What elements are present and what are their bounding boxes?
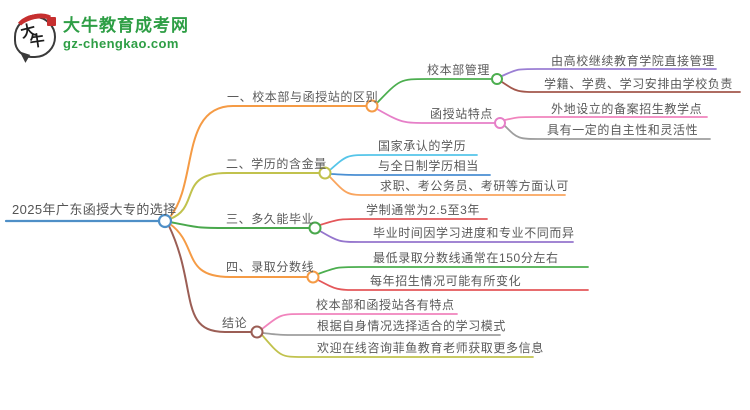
- leaf-choose-mode: 根据自身情况选择适合的学习模式: [317, 319, 507, 333]
- branch-2-link: [169, 172, 320, 220]
- branch-1-link: [169, 105, 367, 218]
- branch-1-child-1-circle: [491, 73, 503, 85]
- branch-3-topic: 三、多久能毕业: [226, 212, 315, 226]
- branch-4-circle: [306, 270, 320, 284]
- logo-char-2: 牛: [28, 33, 46, 51]
- leaf-job-exam: 求职、考公务员、考研等方面认可: [380, 179, 570, 193]
- leaf-duration: 学制通常为2.5至3年: [366, 203, 480, 217]
- leaf-offsite-teaching-link: [504, 116, 708, 121]
- logo-bull-icon: 大 牛: [12, 9, 60, 64]
- leaf-duration-link: [319, 218, 488, 226]
- branch-5-topic: 结论: [222, 316, 248, 330]
- leaf-autonomy: 具有一定的自主性和灵活性: [547, 123, 699, 137]
- root-topic: 2025年广东函授大专的选择: [12, 202, 177, 217]
- leaf-school-responsible: 学籍、学费、学习安排由学校负责: [544, 77, 734, 91]
- leaf-fulltime-equal: 与全日制学历相当: [378, 159, 479, 173]
- leaf-school-responsible-link: [501, 81, 741, 93]
- leaf-each-has-features: 校本部和函授站各有特点: [316, 298, 455, 312]
- branch-2-circle: [318, 166, 332, 180]
- branch-1-child-1-link: [376, 78, 492, 104]
- branch-4-topic: 四、录取分数线: [226, 260, 315, 274]
- branch-1-circle: [365, 99, 379, 113]
- logo-red-seal-icon: [47, 17, 56, 26]
- leaf-each-has-features-link: [261, 313, 458, 330]
- root-node-circle: [157, 213, 173, 229]
- leaf-hq-managed-link: [501, 68, 717, 77]
- leaf-min-score: 最低录取分数线通常在150分左右: [373, 251, 559, 265]
- leaf-fulltime-equal-link: [330, 173, 491, 176]
- leaf-enrollment-change-link: [317, 279, 589, 291]
- site-logo[interactable]: 大 牛 大牛教育成考网 gz-chengkao.com: [12, 9, 189, 64]
- leaf-state-recognized-link: [329, 154, 478, 171]
- leaf-min-score-link: [317, 266, 589, 275]
- leaf-offsite-teaching: 外地设立的备案招生教学点: [551, 102, 703, 116]
- branch-2-topic: 二、学历的含金量: [226, 157, 327, 171]
- branch-5-link: [168, 225, 252, 333]
- leaf-choose-mode-link: [262, 332, 501, 336]
- leaf-consult-teacher-link: [261, 334, 534, 358]
- branch-3-circle: [308, 221, 322, 235]
- branch-1-child-2-link: [376, 108, 495, 124]
- branch-1-child-1-topic: 校本部管理: [427, 63, 491, 77]
- leaf-state-recognized: 国家承认的学历: [378, 139, 467, 153]
- leaf-autonomy-link: [504, 125, 711, 140]
- leaf-enrollment-change: 每年招生情况可能有所变化: [370, 274, 522, 288]
- branch-4-link: [169, 223, 308, 278]
- leaf-graduation-time-link: [319, 230, 574, 243]
- leaf-hq-managed: 由高校继续教育学院直接管理: [551, 54, 715, 68]
- branch-1-child-2-topic: 函授站特点: [430, 107, 494, 121]
- branch-1-child-2-circle: [494, 117, 506, 129]
- branch-3-link: [169, 221, 310, 229]
- branch-1-topic: 一、校本部与函授站的区别: [227, 90, 379, 104]
- leaf-consult-teacher: 欢迎在线咨询菲鱼教育老师获取更多信息: [317, 341, 544, 355]
- branch-5-circle: [250, 325, 264, 339]
- site-name: 大牛教育成考网: [63, 16, 189, 35]
- logo-text: 大牛教育成考网 gz-chengkao.com: [63, 16, 189, 51]
- leaf-job-exam-link: [329, 176, 566, 196]
- leaf-graduation-time: 毕业时间因学习进度和专业不同而异: [373, 226, 575, 240]
- site-domain: gz-chengkao.com: [63, 36, 179, 51]
